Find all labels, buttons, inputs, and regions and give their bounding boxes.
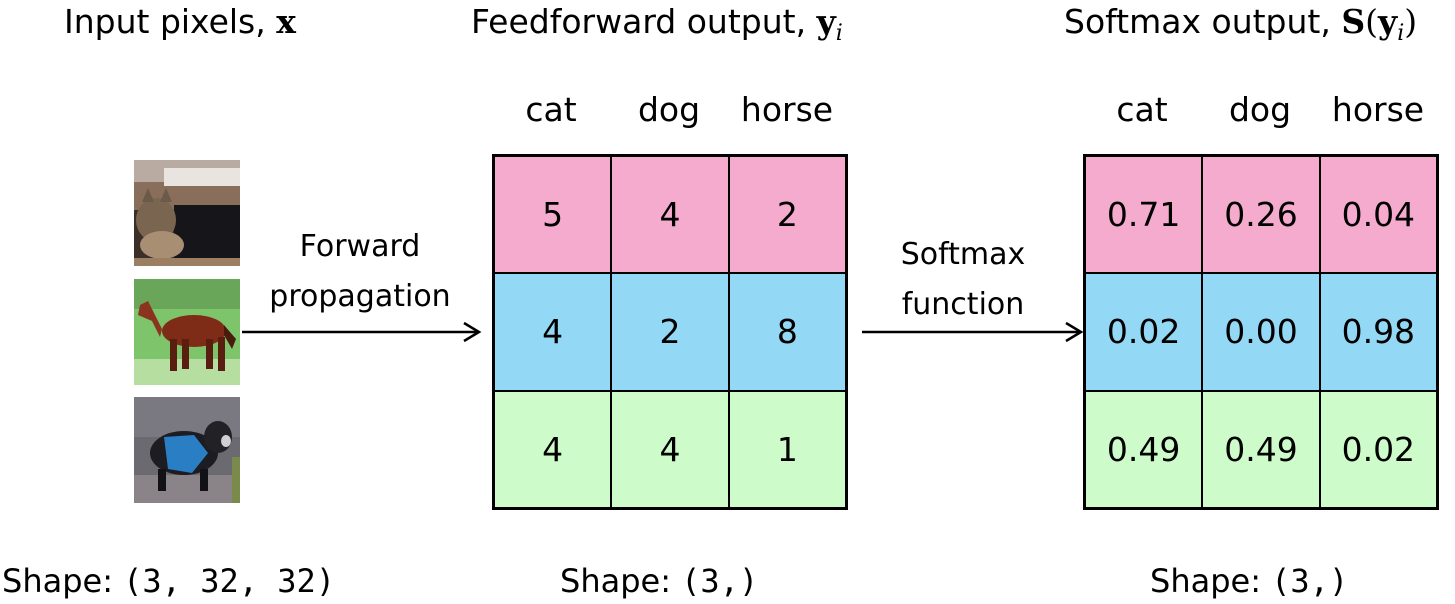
horse-thumbnail [134, 279, 240, 385]
cat-thumbnail [134, 160, 240, 266]
softmax-col-dog: dog [1228, 90, 1292, 129]
softmax-cell: 0.02 [1085, 273, 1203, 391]
input-title: Input pixels, x [64, 0, 296, 44]
feedforward-cell: 4 [494, 273, 612, 391]
softmax-table: 0.71 0.26 0.04 0.02 0.00 0.98 0.49 0.49 … [1083, 154, 1439, 510]
softmax-shape-value: (3,) [1271, 562, 1349, 600]
softmax-shape-label: Shape: (3,) [1150, 558, 1348, 604]
feedforward-col-cat: cat [525, 90, 577, 129]
softmax-title-text: Softmax output, [1064, 2, 1342, 41]
feedforward-title-sub: i [835, 21, 843, 46]
softmax-cell: 0.71 [1085, 156, 1203, 274]
softmax-cell: 0.02 [1319, 390, 1437, 508]
feedforward-cell: 8 [728, 273, 846, 391]
feedforward-title: Feedforward output, yi [471, 0, 843, 46]
feedforward-cell: 4 [611, 390, 729, 508]
forward-line2: propagation [269, 279, 451, 314]
softmax-col-horse: horse [1331, 90, 1425, 129]
softmax-cell: 0.04 [1319, 156, 1437, 274]
softmax-col-cat: cat [1116, 90, 1168, 129]
feedforward-title-math: y [816, 2, 836, 41]
feedforward-shape-prefix: Shape: [560, 562, 682, 600]
feedforward-shape-label: Shape: (3,) [560, 558, 758, 604]
softmax-title-close: ) [1404, 2, 1418, 41]
softmax-title: Softmax output, S(yi) [1064, 0, 1418, 46]
softmax-title-math-s: S [1341, 2, 1366, 41]
input-title-math: x [276, 2, 296, 41]
softmax-function-label: Softmax function [848, 230, 1078, 330]
feedforward-col-dog: dog [637, 90, 701, 129]
softmax-arrow-icon [862, 321, 1084, 343]
softmax-cell: 0.00 [1202, 273, 1320, 391]
feedforward-cell: 1 [728, 390, 846, 508]
softmax-title-math-y: y [1378, 2, 1398, 41]
input-title-text: Input pixels, [64, 2, 277, 41]
input-shape-prefix: Shape: [2, 562, 124, 600]
softmax-cell: 0.49 [1202, 390, 1320, 508]
feedforward-cell: 4 [611, 156, 729, 274]
feedforward-cell: 5 [494, 156, 612, 274]
feedforward-cell: 4 [494, 390, 612, 508]
forward-arrow-icon [242, 321, 482, 343]
feedforward-cell: 2 [728, 156, 846, 274]
feedforward-title-text: Feedforward output, [471, 2, 817, 41]
input-shape-value: (3, 32, 32) [123, 562, 336, 600]
forward-line1: Forward [299, 229, 421, 264]
input-shape-label: Shape: (3, 32, 32) [2, 558, 335, 604]
softmax-fn-line1: Softmax [900, 237, 1026, 272]
softmax-title-sub: i [1397, 21, 1405, 46]
feedforward-cell: 2 [611, 273, 729, 391]
feedforward-table: 5 4 2 4 2 8 4 4 1 [492, 154, 848, 510]
forward-propagation-label: Forward propagation [240, 222, 480, 322]
softmax-cell: 0.49 [1085, 390, 1203, 508]
feedforward-col-horse: horse [740, 90, 834, 129]
softmax-title-open: ( [1365, 2, 1379, 41]
softmax-cell: 0.26 [1202, 156, 1320, 274]
feedforward-shape-value: (3,) [681, 562, 759, 600]
softmax-shape-prefix: Shape: [1150, 562, 1272, 600]
softmax-fn-line2: function [901, 287, 1025, 322]
dog-thumbnail [134, 397, 240, 503]
softmax-cell: 0.98 [1319, 273, 1437, 391]
